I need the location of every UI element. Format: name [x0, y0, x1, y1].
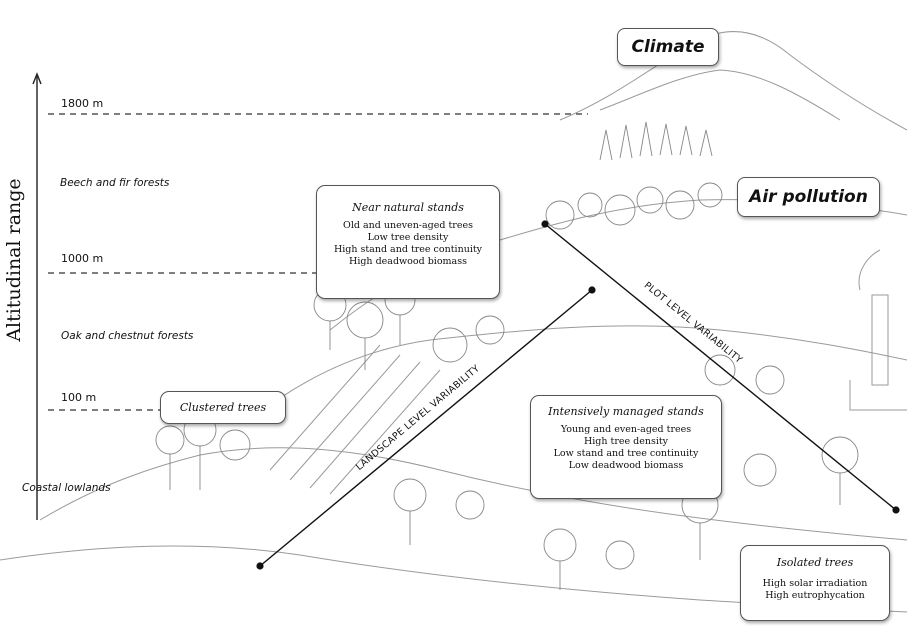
near-natural-stands-title: Near natural stands — [352, 201, 464, 214]
air-pollution-label: Air pollution — [749, 187, 868, 207]
altitude-tick-1000: 1000 m — [61, 252, 104, 265]
plot-variability-line — [544, 223, 897, 511]
clustered-trees-box: Clustered trees — [160, 391, 286, 424]
clustered-trees-title: Clustered trees — [179, 401, 267, 414]
climate-label: Climate — [631, 37, 705, 57]
intensive-line: Low stand and tree continuity — [553, 448, 699, 459]
landscape-variability-line — [259, 289, 593, 567]
zone-label-coastal: Coastal lowlands — [22, 482, 111, 494]
near-natural-line: Low tree density — [367, 232, 449, 243]
near-natural-stands-box: Near natural stands Old and uneven-aged … — [316, 185, 500, 299]
isolated-trees-title: Isolated trees — [776, 556, 854, 569]
plot-line-start-dot — [541, 220, 549, 228]
intensive-stands-title: Intensively managed stands — [548, 405, 704, 418]
intensive-line: Low deadwood biomass — [568, 460, 684, 471]
plot-line-end-dot — [892, 506, 900, 514]
near-natural-line: Old and uneven-aged trees — [343, 220, 473, 231]
mountain-outline — [559, 31, 907, 131]
tree-cluster-upper — [545, 121, 723, 230]
landscape-line-start-dot — [256, 562, 264, 570]
tree-cluster-lower — [155, 354, 859, 590]
intensive-line: High tree density — [583, 436, 669, 447]
near-natural-line: High deadwood biomass — [349, 256, 467, 267]
factory-chimney — [871, 294, 889, 386]
near-natural-line: High stand and tree continuity — [333, 244, 483, 255]
y-axis-arrowhead — [32, 72, 42, 85]
altitude-tick-100: 100 m — [61, 391, 97, 404]
intensive-stands-box: Intensively managed stands Young and eve… — [530, 395, 722, 499]
air-pollution-box: Air pollution — [737, 177, 880, 217]
intensive-line: Young and even-aged trees — [560, 424, 692, 435]
zone-label-beech-fir: Beech and fir forests — [60, 177, 170, 189]
isolated-line: High eutrophycation — [765, 590, 865, 601]
isolated-trees-box: Isolated trees High solar irradiation Hi… — [740, 545, 890, 621]
landscape-line-end-dot — [588, 286, 596, 294]
isolated-line: High solar irradiation — [762, 578, 868, 589]
altitude-tick-1800: 1800 m — [61, 97, 104, 110]
climate-box: Climate — [617, 28, 719, 66]
zone-label-oak-chestnut: Oak and chestnut forests — [61, 330, 194, 342]
